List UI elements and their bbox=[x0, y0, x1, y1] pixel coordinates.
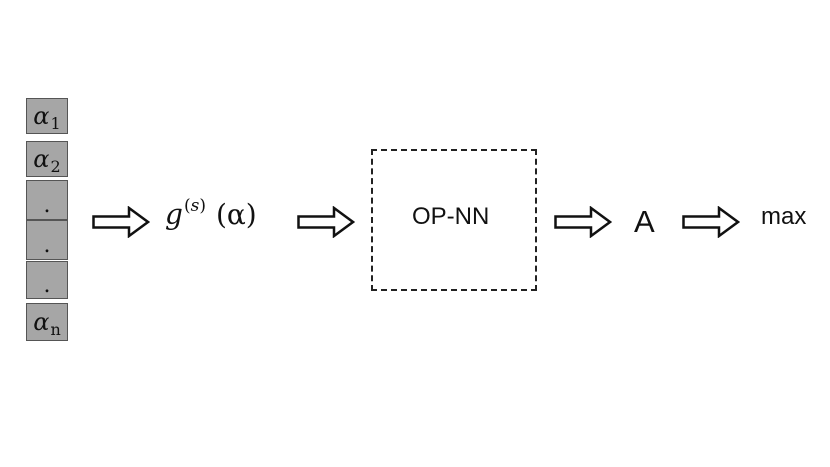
op-nn-box bbox=[371, 149, 537, 291]
arrow-icon bbox=[682, 206, 740, 238]
cell-symbol: α bbox=[33, 102, 50, 130]
op-nn-label: OP-NN bbox=[412, 203, 490, 230]
ellipsis-dot: . bbox=[43, 192, 51, 218]
vector-cell-ellipsis-1: . bbox=[26, 180, 68, 220]
output-a-label: A bbox=[634, 204, 655, 239]
function-argument: (α) bbox=[215, 198, 257, 231]
cell-subscript: 1 bbox=[50, 113, 61, 133]
superscript-variable: s bbox=[190, 196, 200, 216]
ellipsis-dot: . bbox=[43, 232, 51, 258]
cell-symbol: α bbox=[33, 308, 50, 336]
transform-function-label: g(s) (α) bbox=[165, 196, 257, 231]
max-label: max bbox=[761, 203, 807, 230]
arrow-icon bbox=[92, 206, 150, 238]
arrow-icon bbox=[554, 206, 612, 238]
cell-subscript: 2 bbox=[50, 156, 61, 176]
vector-cell-ellipsis-2: . bbox=[26, 220, 68, 260]
superscript-open: ( bbox=[183, 196, 191, 216]
cell-symbol: α bbox=[33, 145, 50, 173]
superscript-close: ) bbox=[199, 196, 206, 216]
function-name: g bbox=[165, 198, 183, 231]
function-superscript: (s) bbox=[184, 196, 206, 216]
arrow-icon bbox=[297, 206, 355, 238]
ellipsis-dot: . bbox=[43, 272, 51, 298]
cell-subscript: n bbox=[50, 319, 61, 339]
vector-cell-ellipsis-3: . bbox=[26, 261, 68, 299]
